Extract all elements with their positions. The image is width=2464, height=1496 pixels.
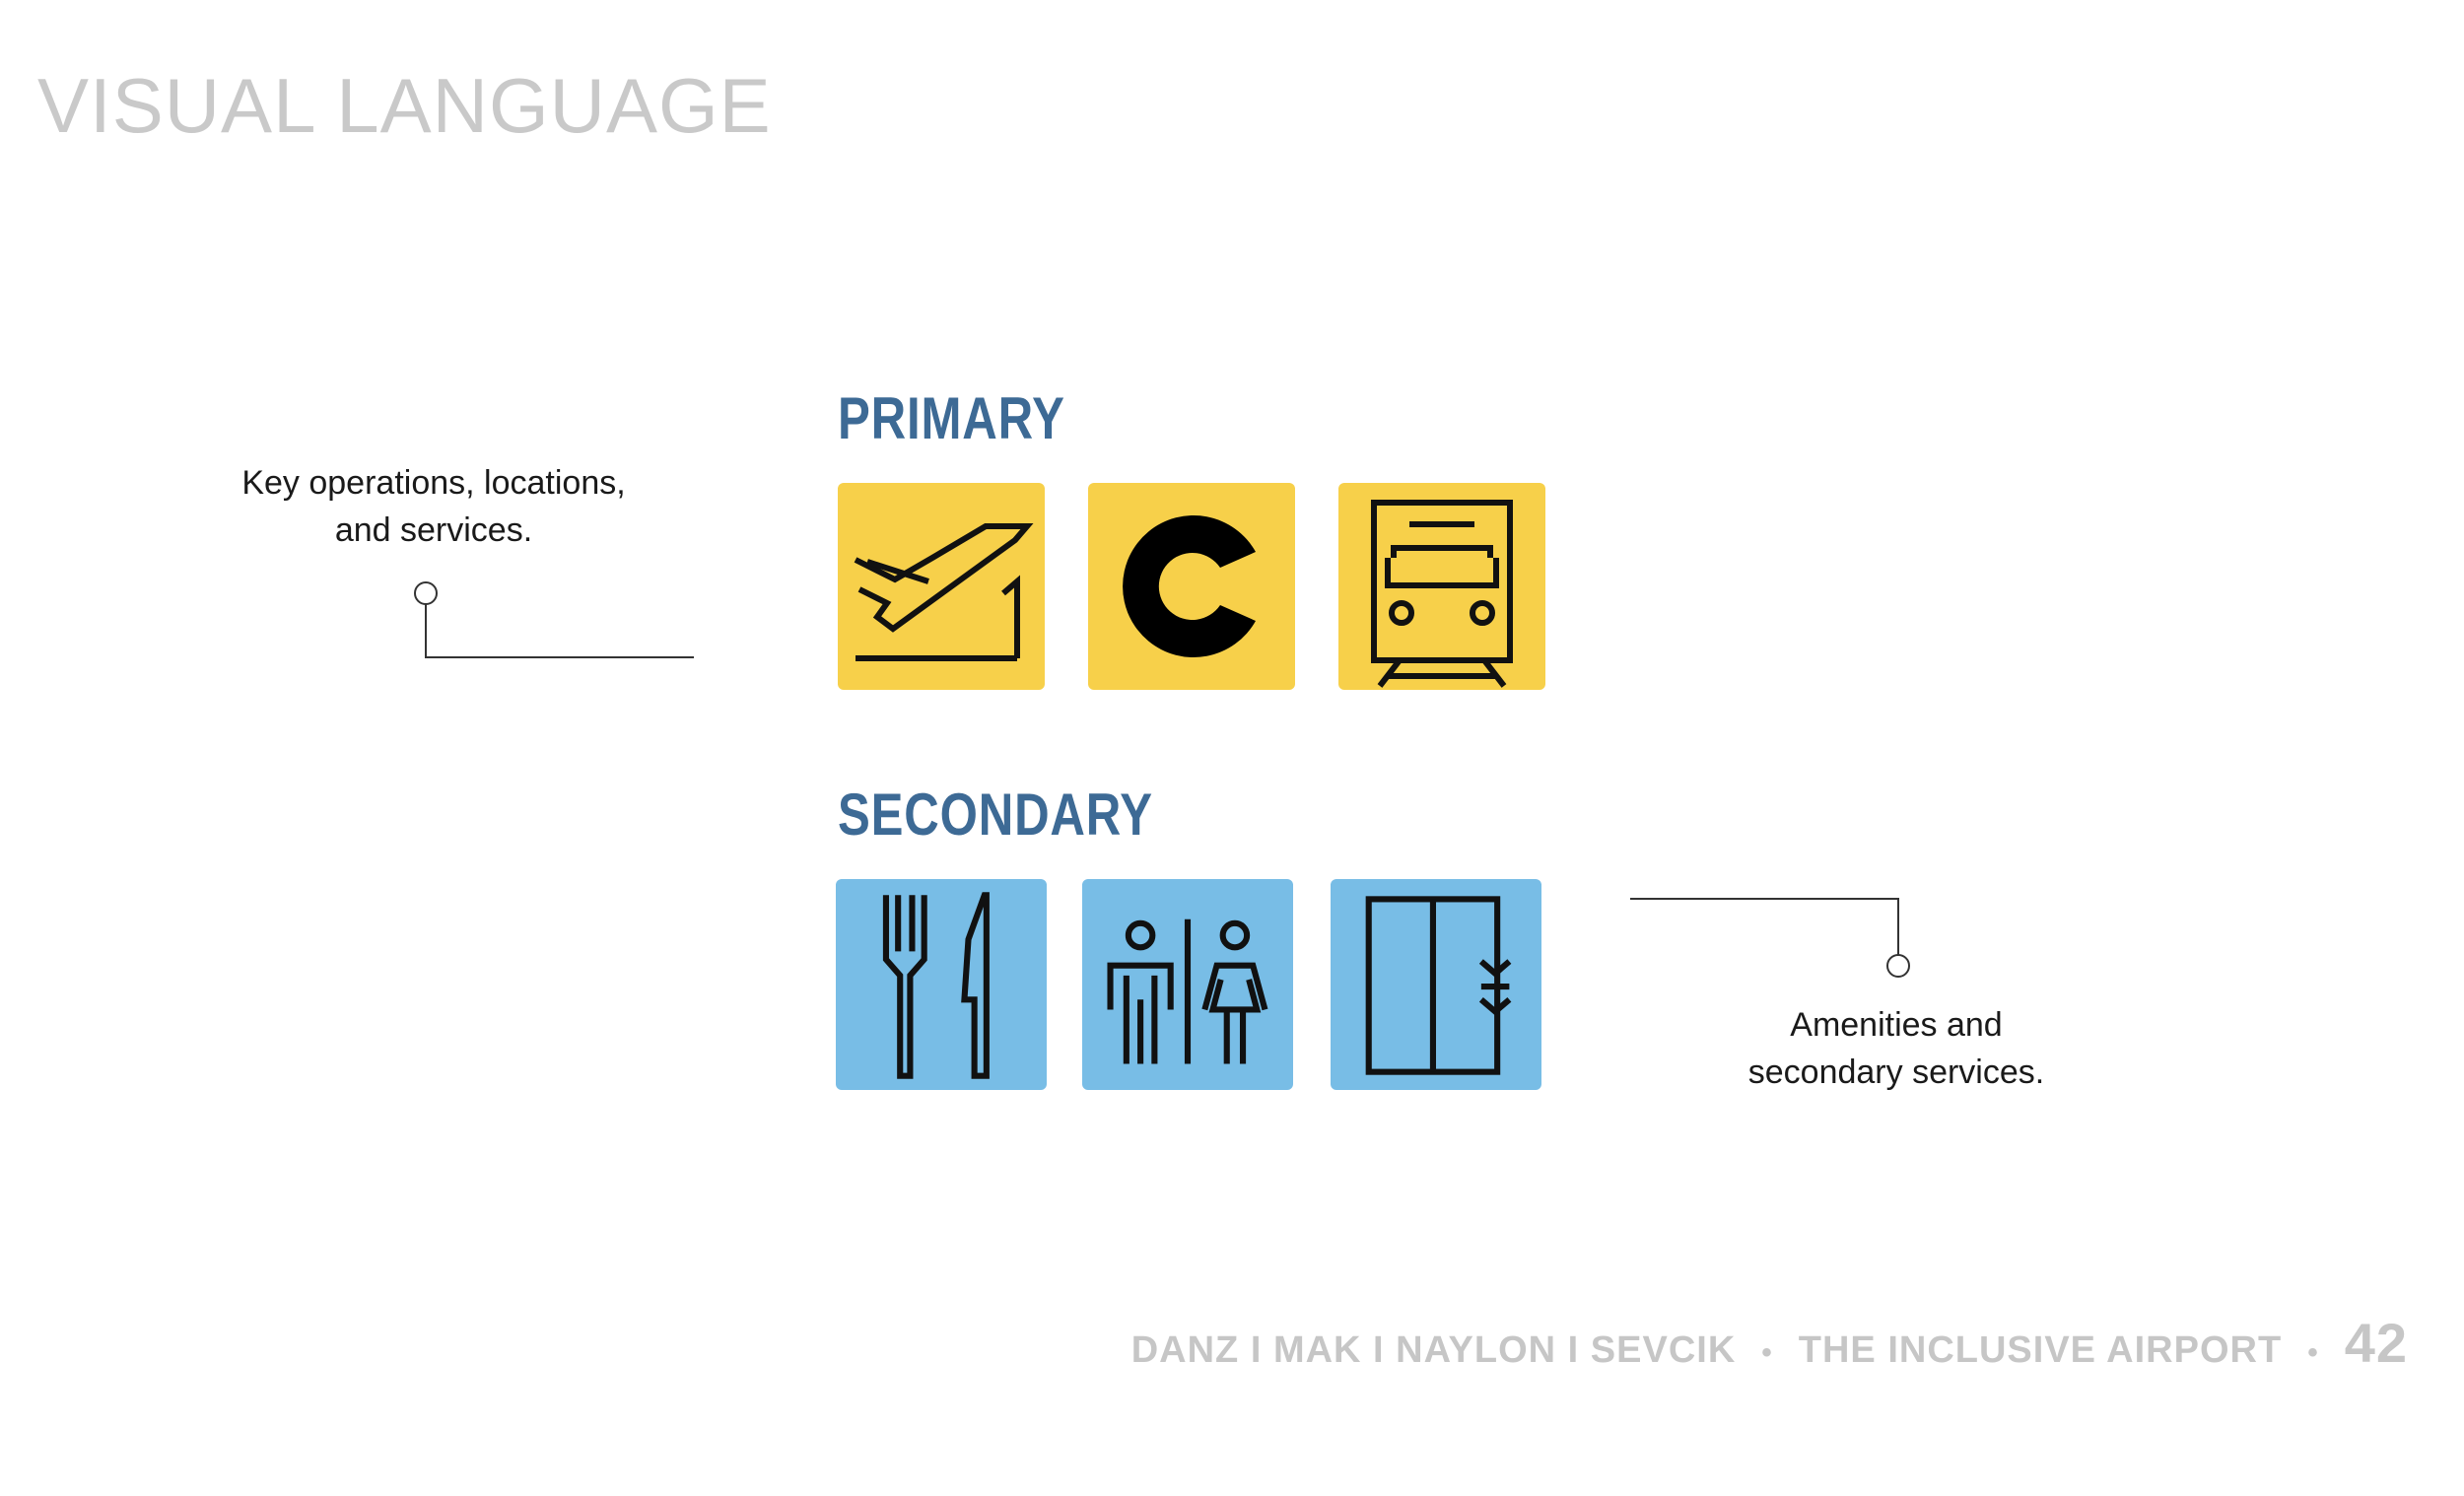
secondary-annotation: Amenities and secondary services. bbox=[1640, 1001, 2153, 1096]
airplane-departure-icon bbox=[838, 483, 1045, 690]
train-icon bbox=[1338, 483, 1545, 690]
footer-separator: • bbox=[1761, 1336, 1773, 1369]
elevator-icon bbox=[1331, 879, 1541, 1090]
primary-connector-line bbox=[414, 581, 694, 658]
footer-separator: • bbox=[2307, 1336, 2319, 1369]
fork-knife-icon bbox=[836, 879, 1047, 1090]
footer-project-title: THE INCLUSIVE AIRPORT bbox=[1798, 1329, 2283, 1371]
restroom-icon bbox=[1082, 879, 1293, 1090]
secondary-heading: SECONDARY bbox=[838, 782, 1153, 848]
primary-heading: PRIMARY bbox=[838, 385, 1065, 451]
letter-c-icon bbox=[1088, 483, 1295, 690]
page-title: VISUAL LANGUAGE bbox=[37, 62, 772, 149]
page-number: 42 bbox=[2344, 1312, 2408, 1374]
secondary-annotation-line1: Amenities and bbox=[1790, 1006, 2003, 1044]
primary-annotation-line1: Key operations, locations, bbox=[241, 464, 626, 502]
secondary-annotation-line2: secondary services. bbox=[1747, 1054, 2045, 1091]
primary-annotation-line2: and services. bbox=[334, 511, 533, 549]
primary-annotation: Key operations, locations, and services. bbox=[177, 459, 690, 554]
secondary-connector-line bbox=[1630, 898, 1910, 978]
footer-author-names: DANZ I MAK I NAYLON I SEVCIK bbox=[1130, 1329, 1737, 1371]
footer: DANZ I MAK I NAYLON I SEVCIK • THE INCLU… bbox=[1131, 1311, 2408, 1375]
